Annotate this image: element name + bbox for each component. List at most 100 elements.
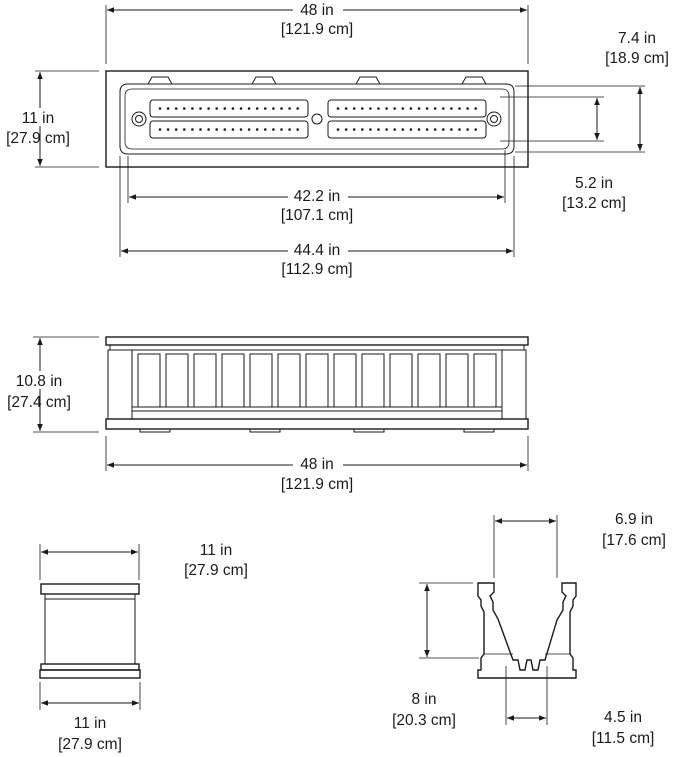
channel-hole [409, 107, 413, 110]
channel-hole [231, 107, 235, 110]
inner-length-in: 42.2 in [294, 188, 341, 205]
channel-hole [361, 128, 364, 131]
front-view: 10.8 in [27.4 cm] 48 in [121.9 cm] [7, 336, 529, 493]
channel-hole [352, 128, 356, 131]
front-slat [445, 353, 469, 408]
channel-hole [466, 128, 469, 131]
front-slat [193, 353, 217, 408]
channel-hole [401, 107, 405, 110]
channel-depth-in: 5.2 in [575, 175, 613, 192]
channel-hole [425, 107, 429, 110]
section-bottom-width-cm: [11.5 cm] [592, 730, 655, 747]
front-view-base [105, 418, 529, 430]
front-height-cm: [27.4 cm] [7, 394, 71, 411]
channel-hole [272, 128, 275, 131]
top-view: 48 in [121.9 cm] 11 in [27.9 cm] 7.4 in … [6, 1, 669, 278]
section-view: 6.9 in [17.6 cm] 8 in [20.3 cm] 4.5 in [… [392, 511, 666, 747]
channel-hole [344, 107, 348, 110]
channel-hole [239, 107, 243, 110]
channel-hole [191, 107, 194, 110]
channel-hole [288, 107, 291, 110]
front-slat [165, 353, 189, 408]
channel-hole [442, 107, 445, 110]
channel-hole [450, 128, 453, 131]
side-view-top-rim [40, 583, 140, 595]
channel-hole [247, 128, 251, 131]
channel-hole [336, 107, 340, 110]
side-view-base [39, 669, 141, 679]
side-view-base-band [40, 663, 140, 671]
front-slat [333, 353, 357, 408]
channel-hole [174, 107, 178, 110]
side-top-width-cm: [27.9 cm] [184, 562, 248, 579]
top-width-cm: [121.9 cm] [281, 21, 353, 38]
channel-hole [336, 128, 340, 131]
channel-hole [425, 128, 429, 131]
channel-hole [458, 107, 461, 110]
front-slat [361, 353, 385, 408]
channel-hole [191, 128, 194, 131]
channel-hole [223, 107, 227, 110]
top-view-rim [119, 83, 515, 155]
front-slat [417, 353, 441, 408]
top-view-channels [149, 99, 487, 139]
side-view: 11 in [27.9 cm] 11 in [27.9 cm] [39, 542, 248, 753]
drain-hole-left [131, 111, 147, 127]
inner-depth-cm: [18.9 cm] [605, 50, 669, 67]
channel-hole [352, 107, 356, 110]
channel-hole [344, 128, 348, 131]
side-bottom-width-in: 11 in [74, 715, 106, 732]
channel-hole [158, 128, 162, 131]
front-slat [221, 353, 245, 408]
channel-hole [239, 128, 243, 131]
front-slat [473, 353, 497, 408]
section-height-in: 8 in [412, 691, 437, 708]
channel-hole [401, 128, 405, 131]
channel-hole [280, 128, 283, 131]
channel-hole [377, 107, 380, 110]
channel-hole [215, 107, 218, 110]
channel-hole [166, 107, 170, 110]
channel-hole [417, 107, 421, 110]
channel-hole [393, 107, 397, 110]
side-view-body [44, 593, 136, 665]
top-depth-cm: [27.9 cm] [6, 130, 70, 147]
front-width-in: 48 in [300, 456, 334, 473]
channel-hole [474, 128, 478, 131]
channel-hole [272, 107, 275, 110]
channel-hole [393, 128, 397, 131]
front-view-right-post [501, 349, 527, 420]
section-bottom-width-in: 4.5 in [604, 709, 642, 726]
channel-hole [458, 128, 461, 131]
front-slat [277, 353, 301, 408]
front-view-top-rim [105, 336, 529, 346]
front-slat [389, 353, 413, 408]
channel-hole [255, 128, 259, 131]
channel-hole [417, 128, 421, 131]
channel-hole [166, 128, 170, 131]
channel-hole [231, 128, 235, 131]
channel-hole [377, 128, 380, 131]
channel-hole [466, 107, 469, 110]
top-view-handles [147, 76, 487, 85]
rim-length-in: 44.4 in [294, 242, 341, 259]
channel-hole [207, 107, 210, 110]
top-depth-in: 11 in [22, 110, 54, 127]
channel-hole [385, 128, 388, 131]
channel-hole [409, 128, 413, 131]
channel-hole [361, 107, 364, 110]
drain-hole-right [486, 111, 502, 127]
channel-hole [158, 107, 162, 110]
top-view-outline [105, 70, 529, 168]
section-profile [477, 582, 577, 679]
channel-hole [264, 107, 267, 110]
drain-hole-center [311, 113, 323, 125]
channel-hole [199, 128, 202, 131]
channel-hole [247, 107, 251, 110]
front-slat [137, 353, 161, 408]
channel-hole [442, 128, 445, 131]
channel-hole [183, 128, 186, 131]
channel-hole [215, 128, 218, 131]
channel-hole [296, 128, 300, 131]
